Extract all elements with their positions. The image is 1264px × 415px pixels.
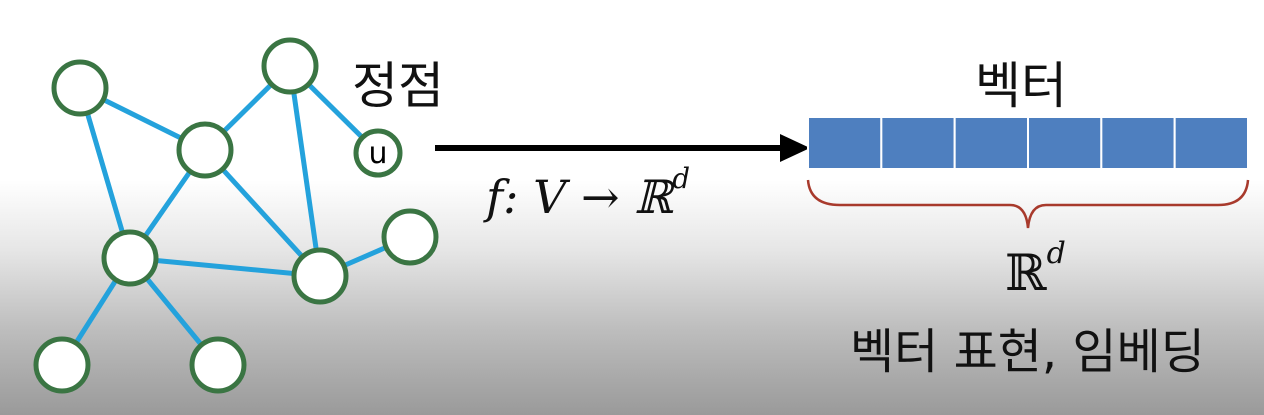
embedding-label: 벡터 표현, 임베딩 bbox=[850, 324, 1205, 380]
graph-node bbox=[51, 59, 109, 117]
node-u-label: u bbox=[368, 136, 387, 171]
mapping-arrow-head bbox=[780, 134, 810, 162]
space-sup: d bbox=[1046, 236, 1066, 271]
graph-edge bbox=[77, 87, 133, 259]
vector-cell bbox=[1027, 116, 1103, 170]
graph-node bbox=[101, 229, 159, 287]
vector-cell bbox=[1173, 116, 1249, 170]
graph-edge bbox=[129, 255, 321, 279]
vector-label: 벡터 bbox=[975, 57, 1067, 115]
graph-node bbox=[381, 208, 439, 266]
graph-node bbox=[33, 336, 91, 394]
vector-cell bbox=[880, 116, 956, 170]
space-main: ℝ bbox=[1005, 244, 1047, 302]
graph-node bbox=[261, 37, 319, 95]
graph-node bbox=[176, 121, 234, 179]
function-label: f: V → ℝd bbox=[486, 162, 690, 224]
vector-cell bbox=[953, 116, 1030, 170]
graph-nodes: u bbox=[33, 37, 439, 394]
vector-cells bbox=[807, 116, 1249, 170]
vector-brace bbox=[806, 179, 1250, 229]
graph-node bbox=[291, 247, 349, 305]
graph-node-u bbox=[353, 128, 403, 178]
space-label: ℝd bbox=[1005, 236, 1066, 302]
graph-node bbox=[189, 336, 247, 394]
graph-edge bbox=[287, 65, 323, 277]
vertex-label: 정점 bbox=[352, 57, 444, 115]
vector-cell bbox=[807, 116, 883, 170]
function-main: f: V → ℝ bbox=[486, 169, 673, 224]
function-sup: d bbox=[672, 162, 691, 195]
vector-cell bbox=[1100, 116, 1176, 170]
